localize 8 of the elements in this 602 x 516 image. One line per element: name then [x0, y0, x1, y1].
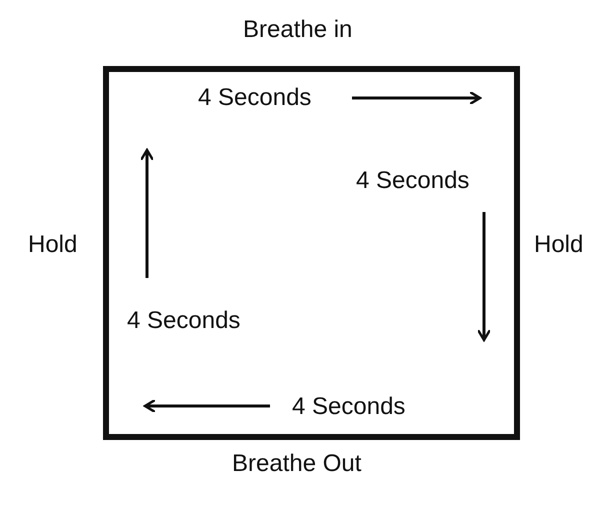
duration-label: 4 Seconds [292, 393, 406, 421]
duration-label: 4 Seconds [198, 84, 312, 112]
breath-phase-label: Hold [28, 231, 78, 259]
breath-phase-label: Hold [534, 231, 584, 259]
breath-phase-label: Breathe Out [232, 450, 362, 478]
duration-label: 4 Seconds [356, 167, 470, 195]
breath-phase-label: Breathe in [243, 16, 352, 44]
duration-label: 4 Seconds [127, 307, 240, 335]
